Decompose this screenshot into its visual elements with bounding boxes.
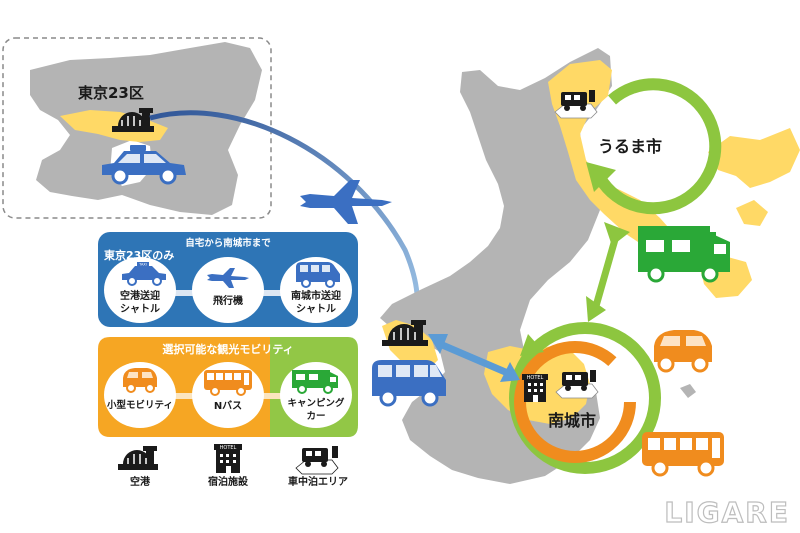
route-item-1-line1: 空港送迎 bbox=[120, 289, 160, 302]
bus-icon bbox=[204, 370, 252, 396]
route-item-airport-shuttle: TAXI 空港送迎 シャトル bbox=[104, 257, 176, 323]
mobility-item-2-line1: Nバス bbox=[214, 400, 242, 412]
route-item-airplane: 飛行機 bbox=[192, 257, 264, 323]
camper-icon bbox=[292, 370, 338, 394]
naha-airport-icon bbox=[382, 320, 428, 346]
nanjo-city-label: 南城市 bbox=[548, 411, 596, 430]
mobility-title: 選択可能な観光モビリティ bbox=[162, 342, 293, 356]
ligare-watermark: LIGARE bbox=[664, 496, 790, 529]
airport-icon bbox=[118, 446, 158, 470]
van-icon bbox=[296, 262, 340, 288]
route-item-3-line2: シャトル bbox=[296, 303, 336, 315]
legend-airport: 空港 bbox=[118, 446, 158, 488]
route-title: 東京23区のみ bbox=[104, 248, 174, 262]
mobility-item-camper: キャンピング カー bbox=[280, 362, 352, 428]
mobility-item-1-line1: 小型モビリティ bbox=[106, 399, 173, 411]
airport-nanjo-arrow bbox=[428, 334, 520, 382]
hotel-icon: HOTEL bbox=[522, 374, 548, 402]
car-icon bbox=[102, 145, 186, 185]
van-icon bbox=[372, 360, 446, 407]
mobility-item-n-bus: Nバス bbox=[192, 362, 264, 428]
route-header: 自宅から南城市まで bbox=[185, 237, 271, 249]
green-connection-arrow bbox=[586, 222, 630, 322]
nanjo-loop-arrows bbox=[509, 322, 661, 474]
camper-area-icon bbox=[554, 90, 598, 119]
legend-airport-label: 空港 bbox=[130, 475, 151, 488]
mobility-item-small-ev: 小型モビリティ bbox=[104, 362, 176, 428]
legend-hotel: HOTEL 宿泊施設 bbox=[208, 444, 249, 488]
legend-hotel-sign: HOTEL bbox=[220, 445, 237, 451]
tokyo-route-panel: 自宅から南城市まで 東京23区のみ TAXI 空港送迎 シャトル 飛行機 bbox=[98, 232, 358, 327]
hotel-sign-text: HOTEL bbox=[527, 375, 544, 381]
hotel-icon: HOTEL bbox=[214, 444, 242, 473]
legend-camper-label: 車中泊エリア bbox=[288, 475, 348, 488]
airplane-icon bbox=[300, 180, 392, 224]
camper-area-icon-nanjo bbox=[555, 370, 599, 399]
camper-area-icon bbox=[295, 446, 339, 475]
small-ev-icon bbox=[123, 368, 157, 393]
route-item-nanjo-shuttle: 南城市送迎 シャトル bbox=[280, 257, 352, 323]
airport-icon bbox=[112, 108, 154, 132]
route-item-3-line1: 南城市送迎 bbox=[291, 289, 341, 302]
tokyo-inset: 東京23区 bbox=[2, 37, 272, 219]
airplane-icon bbox=[207, 268, 249, 288]
route-item-2-line1: 飛行機 bbox=[212, 294, 243, 307]
uruma-city-label: うるま市 bbox=[598, 137, 662, 156]
mobility-panel: 選択可能な観光モビリティ 小型モビリティ bbox=[98, 337, 358, 437]
legend: 空港 HOTEL 宿泊施設 車中泊エリア bbox=[118, 444, 348, 488]
uruma-loop-arrow bbox=[586, 78, 722, 215]
camper-icon bbox=[638, 226, 730, 283]
legend-hotel-label: 宿泊施設 bbox=[208, 475, 249, 488]
tokyo-label: 東京23区 bbox=[78, 84, 144, 102]
route-item-1-line2: シャトル bbox=[120, 303, 160, 315]
bus-icon bbox=[642, 432, 724, 477]
mobility-item-3-line2: カー bbox=[306, 411, 325, 422]
mobility-item-3-line1: キャンピング bbox=[287, 397, 345, 409]
car-icon: TAXI bbox=[122, 262, 166, 286]
eastern-islands bbox=[708, 128, 800, 188]
taxi-badge: TAXI bbox=[138, 263, 147, 267]
small-ev-icon bbox=[654, 330, 712, 373]
legend-camper-area: 車中泊エリア bbox=[288, 446, 348, 488]
